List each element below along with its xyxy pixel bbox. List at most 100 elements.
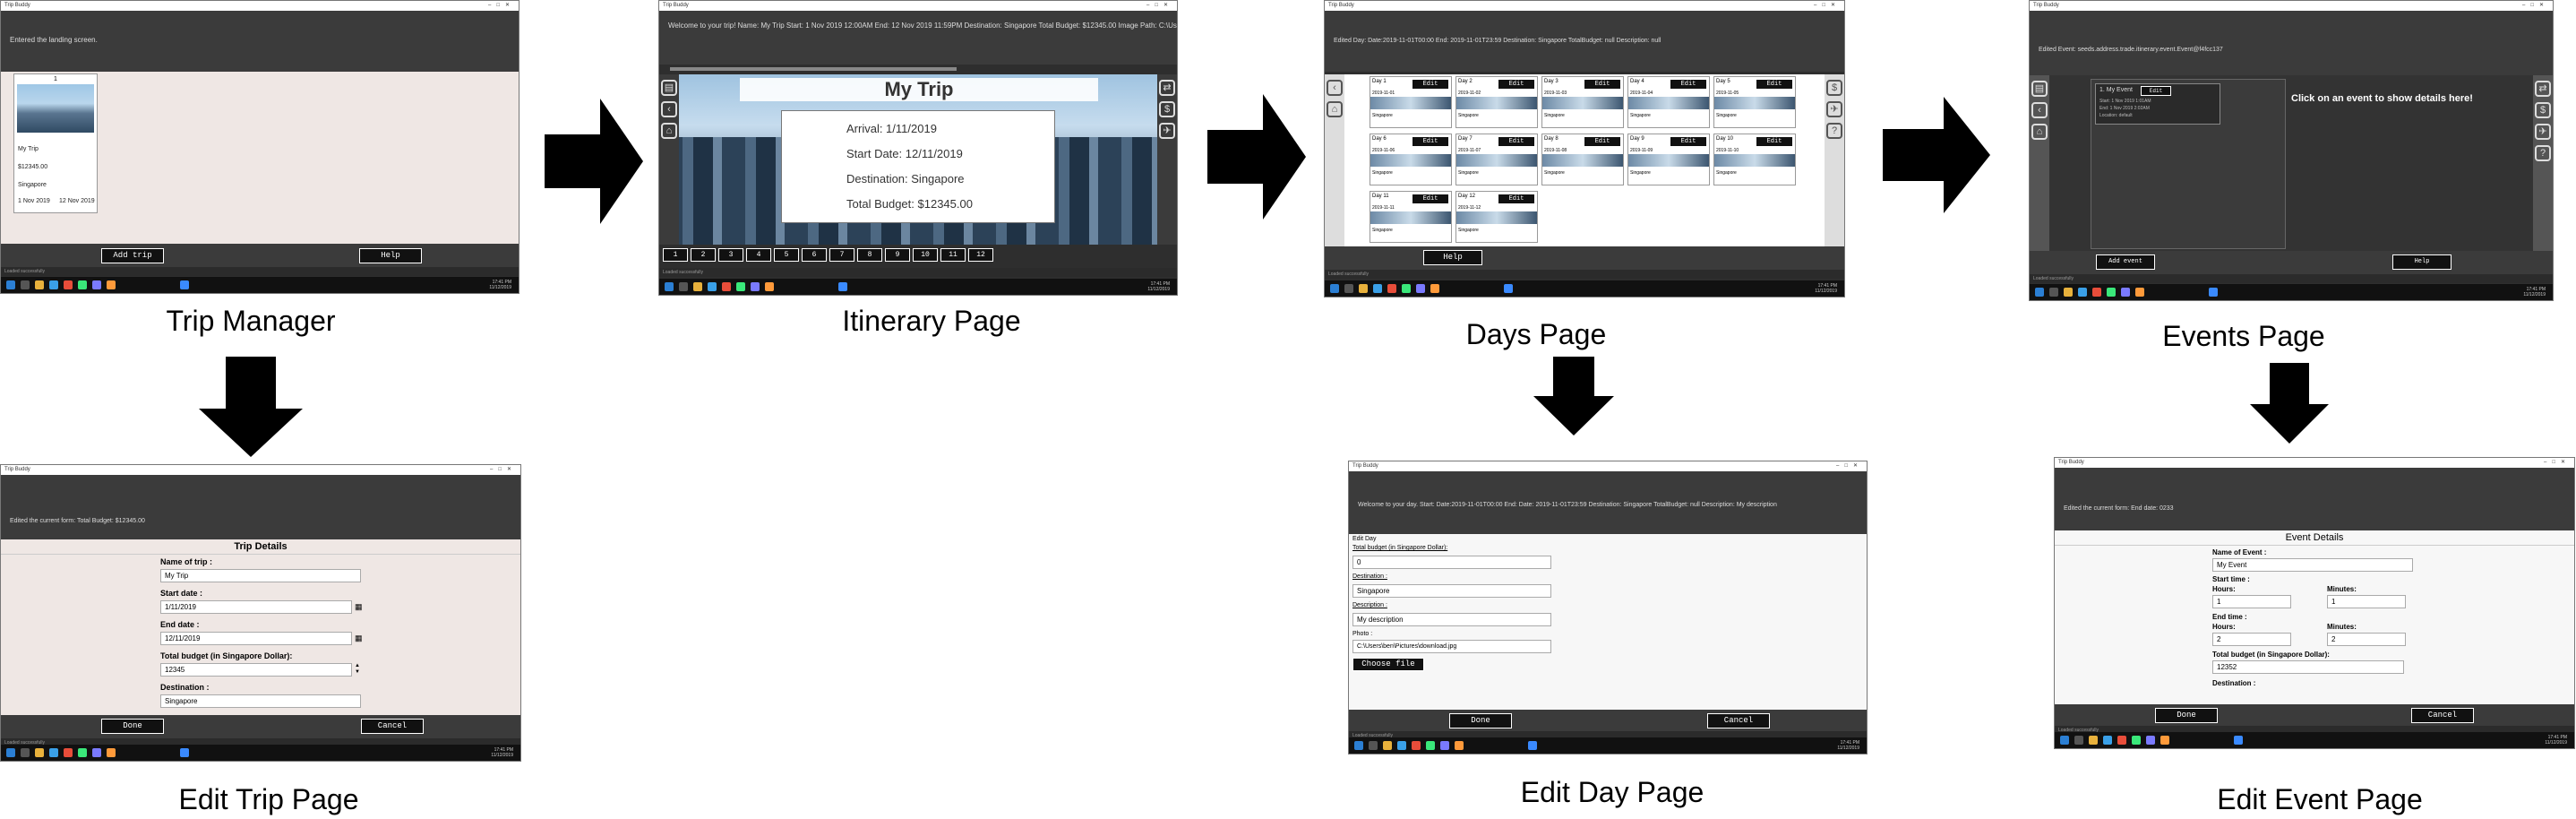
end-date-field[interactable]: 12/11/2019	[160, 632, 352, 645]
trip-manager-icon[interactable]: ▤	[661, 80, 677, 96]
day-tab[interactable]: 11	[940, 248, 966, 262]
bottom-bar	[1, 715, 520, 738]
trip-destination: Singapore	[18, 182, 47, 188]
end-minutes-field[interactable]: 2	[2327, 633, 2406, 646]
trip-manager-icon[interactable]: ▤	[2031, 81, 2048, 97]
day-tab[interactable]: 2	[691, 248, 716, 262]
plane-icon[interactable]: ✈	[2535, 124, 2551, 140]
start-minutes-field[interactable]: 1	[2327, 595, 2406, 608]
home-icon[interactable]: ⌂	[661, 123, 677, 139]
end-hours-field[interactable]: 2	[2212, 633, 2291, 646]
edit-day-button[interactable]: Edit	[1498, 194, 1535, 204]
budget-icon[interactable]: $	[1826, 80, 1842, 96]
day-tab[interactable]: 1	[663, 248, 688, 262]
event-name-label: Name of Event :	[2212, 548, 2267, 556]
plane-icon[interactable]: ✈	[1826, 101, 1842, 117]
calendar-icon[interactable]: ▦	[355, 602, 363, 611]
destination-field[interactable]: Singapore	[1352, 584, 1551, 598]
day-tab[interactable]: 8	[857, 248, 882, 262]
home-icon[interactable]: ⌂	[1327, 101, 1343, 117]
result-display: Edited Day: Date:2019-11-01T00:00 End: 2…	[1325, 11, 1844, 72]
day-tab[interactable]: 12	[968, 248, 993, 262]
budget-icon[interactable]: $	[2535, 102, 2551, 118]
calendar-icon[interactable]: ▦	[355, 634, 363, 642]
plane-icon[interactable]: ✈	[1159, 123, 1175, 139]
day-image	[1542, 154, 1623, 167]
day-tab[interactable]: 6	[802, 248, 827, 262]
edit-day-button[interactable]: Edit	[1412, 79, 1449, 90]
back-icon[interactable]: ‹	[661, 101, 677, 117]
swap-icon[interactable]: ⇄	[2535, 81, 2551, 97]
edit-day-button[interactable]: Edit	[1498, 79, 1535, 90]
trip-info-box: Arrival: 1/11/2019 Start Date: 12/11/201…	[781, 110, 1055, 223]
help-button[interactable]: Help	[359, 248, 422, 263]
day-image	[1456, 211, 1537, 224]
add-trip-button[interactable]: Add trip	[101, 248, 164, 263]
help-icon[interactable]: ?	[2535, 145, 2551, 161]
trip-card[interactable]: 1 My Trip $12345.00 Singapore 1 Nov 2019…	[13, 73, 98, 213]
edit-day-button[interactable]: Edit	[1670, 136, 1707, 147]
event-card[interactable]: 1. My Event Edit Start: 1 Nov 2019 1:01A…	[2095, 83, 2220, 125]
home-icon[interactable]: ⌂	[2031, 124, 2048, 140]
day-tab[interactable]: 9	[885, 248, 910, 262]
day-tab[interactable]: 3	[718, 248, 743, 262]
cancel-button[interactable]: Cancel	[1707, 713, 1770, 728]
edit-day-button[interactable]: Edit	[1584, 136, 1621, 147]
edit-day-button[interactable]: Edit	[1756, 136, 1793, 147]
add-event-button[interactable]: Add event	[2096, 254, 2155, 270]
day-destination: Singapore	[1458, 170, 1479, 176]
budget-field[interactable]: 12352	[2212, 660, 2404, 674]
cancel-button[interactable]: Cancel	[2411, 708, 2474, 723]
budget-field[interactable]: 12345	[160, 663, 352, 677]
day-tab[interactable]: 10	[913, 248, 938, 262]
description-field[interactable]: My description	[1352, 613, 1551, 626]
start-date-field[interactable]: 1/11/2019	[160, 600, 352, 614]
edit-day-button[interactable]: Edit	[1412, 136, 1449, 147]
help-button[interactable]: Help	[2392, 254, 2451, 270]
edit-day-button[interactable]: Edit	[1756, 79, 1793, 90]
budget-field[interactable]: 0	[1352, 556, 1551, 569]
back-icon[interactable]: ‹	[1327, 80, 1343, 96]
choose-file-button[interactable]: Choose file	[1352, 658, 1424, 671]
day-tab[interactable]: 7	[829, 248, 854, 262]
swap-icon[interactable]: ⇄	[1159, 80, 1175, 96]
help-button[interactable]: Help	[1423, 250, 1482, 265]
back-icon[interactable]: ‹	[2031, 102, 2048, 118]
day-date: 2019-11-01	[1372, 91, 1395, 96]
destination-field[interactable]: Singapore	[160, 694, 361, 708]
day-tab[interactable]: 5	[774, 248, 799, 262]
edit-day-button[interactable]: Edit	[1412, 194, 1449, 204]
edit-day-button[interactable]: Edit	[1584, 79, 1621, 90]
edit-day-button[interactable]: Edit	[1670, 79, 1707, 90]
edit-event-button[interactable]: Edit	[2141, 86, 2171, 96]
bottom-bar	[2055, 704, 2574, 728]
help-icon[interactable]: ?	[1826, 123, 1842, 139]
done-button[interactable]: Done	[1449, 713, 1512, 728]
stepper-icon[interactable]: ▲▼	[355, 663, 360, 675]
done-button[interactable]: Done	[2155, 708, 2218, 723]
start-hours-field[interactable]: 1	[2212, 595, 2291, 608]
cancel-button[interactable]: Cancel	[361, 719, 424, 734]
done-button[interactable]: Done	[101, 719, 164, 734]
trip-list-panel: 1 My Trip $12345.00 Singapore 1 Nov 2019…	[1, 72, 519, 244]
day-tab[interactable]: 4	[746, 248, 771, 262]
budget-icon[interactable]: $	[1159, 101, 1175, 117]
photo-field[interactable]: C:\Users\ben\Pictures\download.jpg	[1352, 640, 1551, 653]
bottom-bar	[1, 244, 519, 267]
trip-name-field[interactable]: My Trip	[160, 569, 361, 582]
trip-budget: $12345.00	[18, 164, 48, 170]
edit-day-button[interactable]: Edit	[1498, 136, 1535, 147]
event-name-field[interactable]: My Event	[2212, 558, 2413, 572]
